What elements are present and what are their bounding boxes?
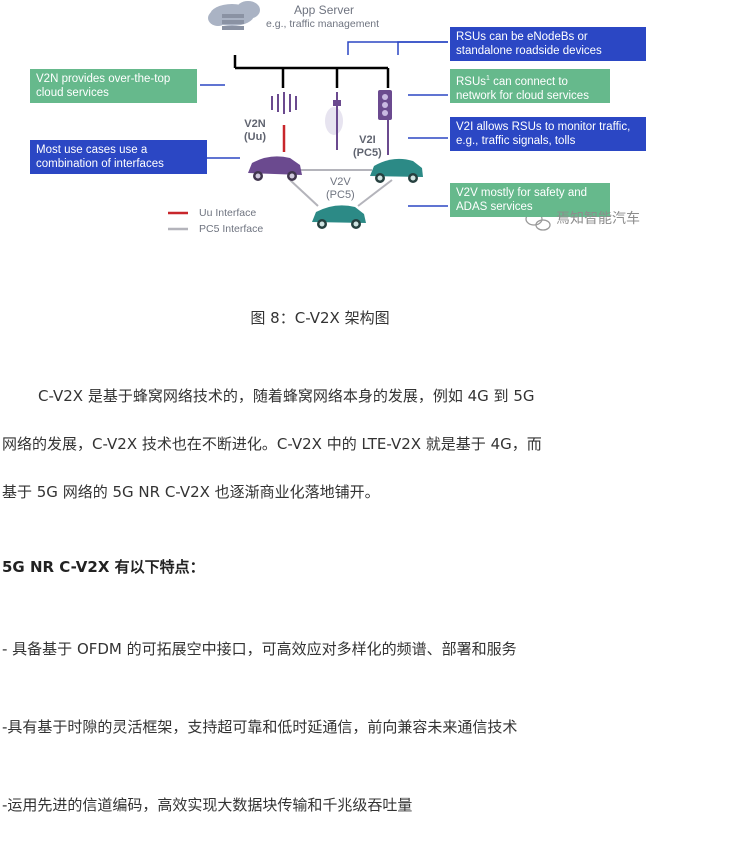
feature-item: - 具备基于 OFDM 的可拓展空中接口，可高效应对多样化的频谱、部署和服务: [2, 640, 517, 658]
cell-tower-icon: [271, 92, 297, 114]
network-bus: [233, 55, 390, 88]
rsus-footnote-mark: 1: [486, 75, 490, 82]
bottom-teal-car-icon: [312, 205, 366, 229]
section-heading: 5G NR C-V2X 有以下特点：: [2, 558, 205, 576]
paragraph-line: C-V2X 是基于蜂窝网络技术的，随着蜂窝网络本身的发展，例如 4G 到 5G: [38, 387, 535, 405]
c-v2x-architecture-figure: App Server e.g., traffic management RSUs…: [0, 0, 729, 248]
v2i-box: V2I allows RSUs to monitor traffic, e.g.…: [450, 117, 646, 151]
rsus-cloud-prefix: RSUs: [456, 75, 487, 88]
purple-car-icon: [248, 156, 302, 181]
legend-pc5-label: PC5 Interface: [199, 223, 264, 235]
rsus-cloud-box: RSUs1 can connect to network for cloud s…: [450, 69, 610, 103]
app-server-subtitle: e.g., traffic management: [266, 18, 380, 30]
app-server-title: App Server: [294, 3, 355, 17]
feature-item: -具有基于时隙的灵活框架，支持超可靠和低时延通信，前向兼容未来通信技术: [2, 718, 518, 736]
rsus-enodeb-box: RSUs can be eNodeBs or standalone roadsi…: [450, 27, 646, 61]
legend-uu-label: Uu Interface: [199, 207, 257, 219]
traffic-light-icon: [378, 90, 392, 155]
combination-box: Most use cases use a combination of inte…: [30, 140, 207, 174]
figure-caption: 图 8：C-V2X 架构图: [250, 309, 390, 327]
paragraph-line: 基于 5G 网络的 5G NR C-V2X 也逐渐商业化落地铺开。: [2, 483, 380, 501]
figure-graphics: [168, 1, 551, 231]
callout-lines: [200, 41, 448, 207]
v2v-box: V2V mostly for safety and ADAS services: [450, 183, 610, 217]
v2n-box: V2N provides over-the-top cloud services: [30, 69, 197, 103]
v2n-label: V2N (Uu): [244, 118, 266, 143]
pc5-links: [289, 169, 393, 207]
paragraph: C-V2X 是基于蜂窝网络技术的，随着蜂窝网络本身的发展，例如 4G 到 5G …: [2, 372, 642, 516]
rsus-cloud-rest: can connect to network for cloud service…: [456, 75, 589, 102]
cloud-server-icon: [208, 1, 260, 30]
v2i-label: V2I (PC5): [353, 134, 382, 159]
v2v-label: V2V (PC5): [326, 176, 355, 201]
rsu-pole-icon: [325, 92, 343, 150]
paragraph-line: 网络的发展，C-V2X 技术也在不断进化。C-V2X 中的 LTE-V2X 就是…: [2, 435, 542, 453]
teal-car-icon: [370, 158, 423, 183]
feature-item: -运用先进的信道编码，高效实现大数据块传输和千兆级吞吐量: [2, 796, 413, 814]
watermark-text: 焉知智能汽车: [556, 210, 640, 226]
